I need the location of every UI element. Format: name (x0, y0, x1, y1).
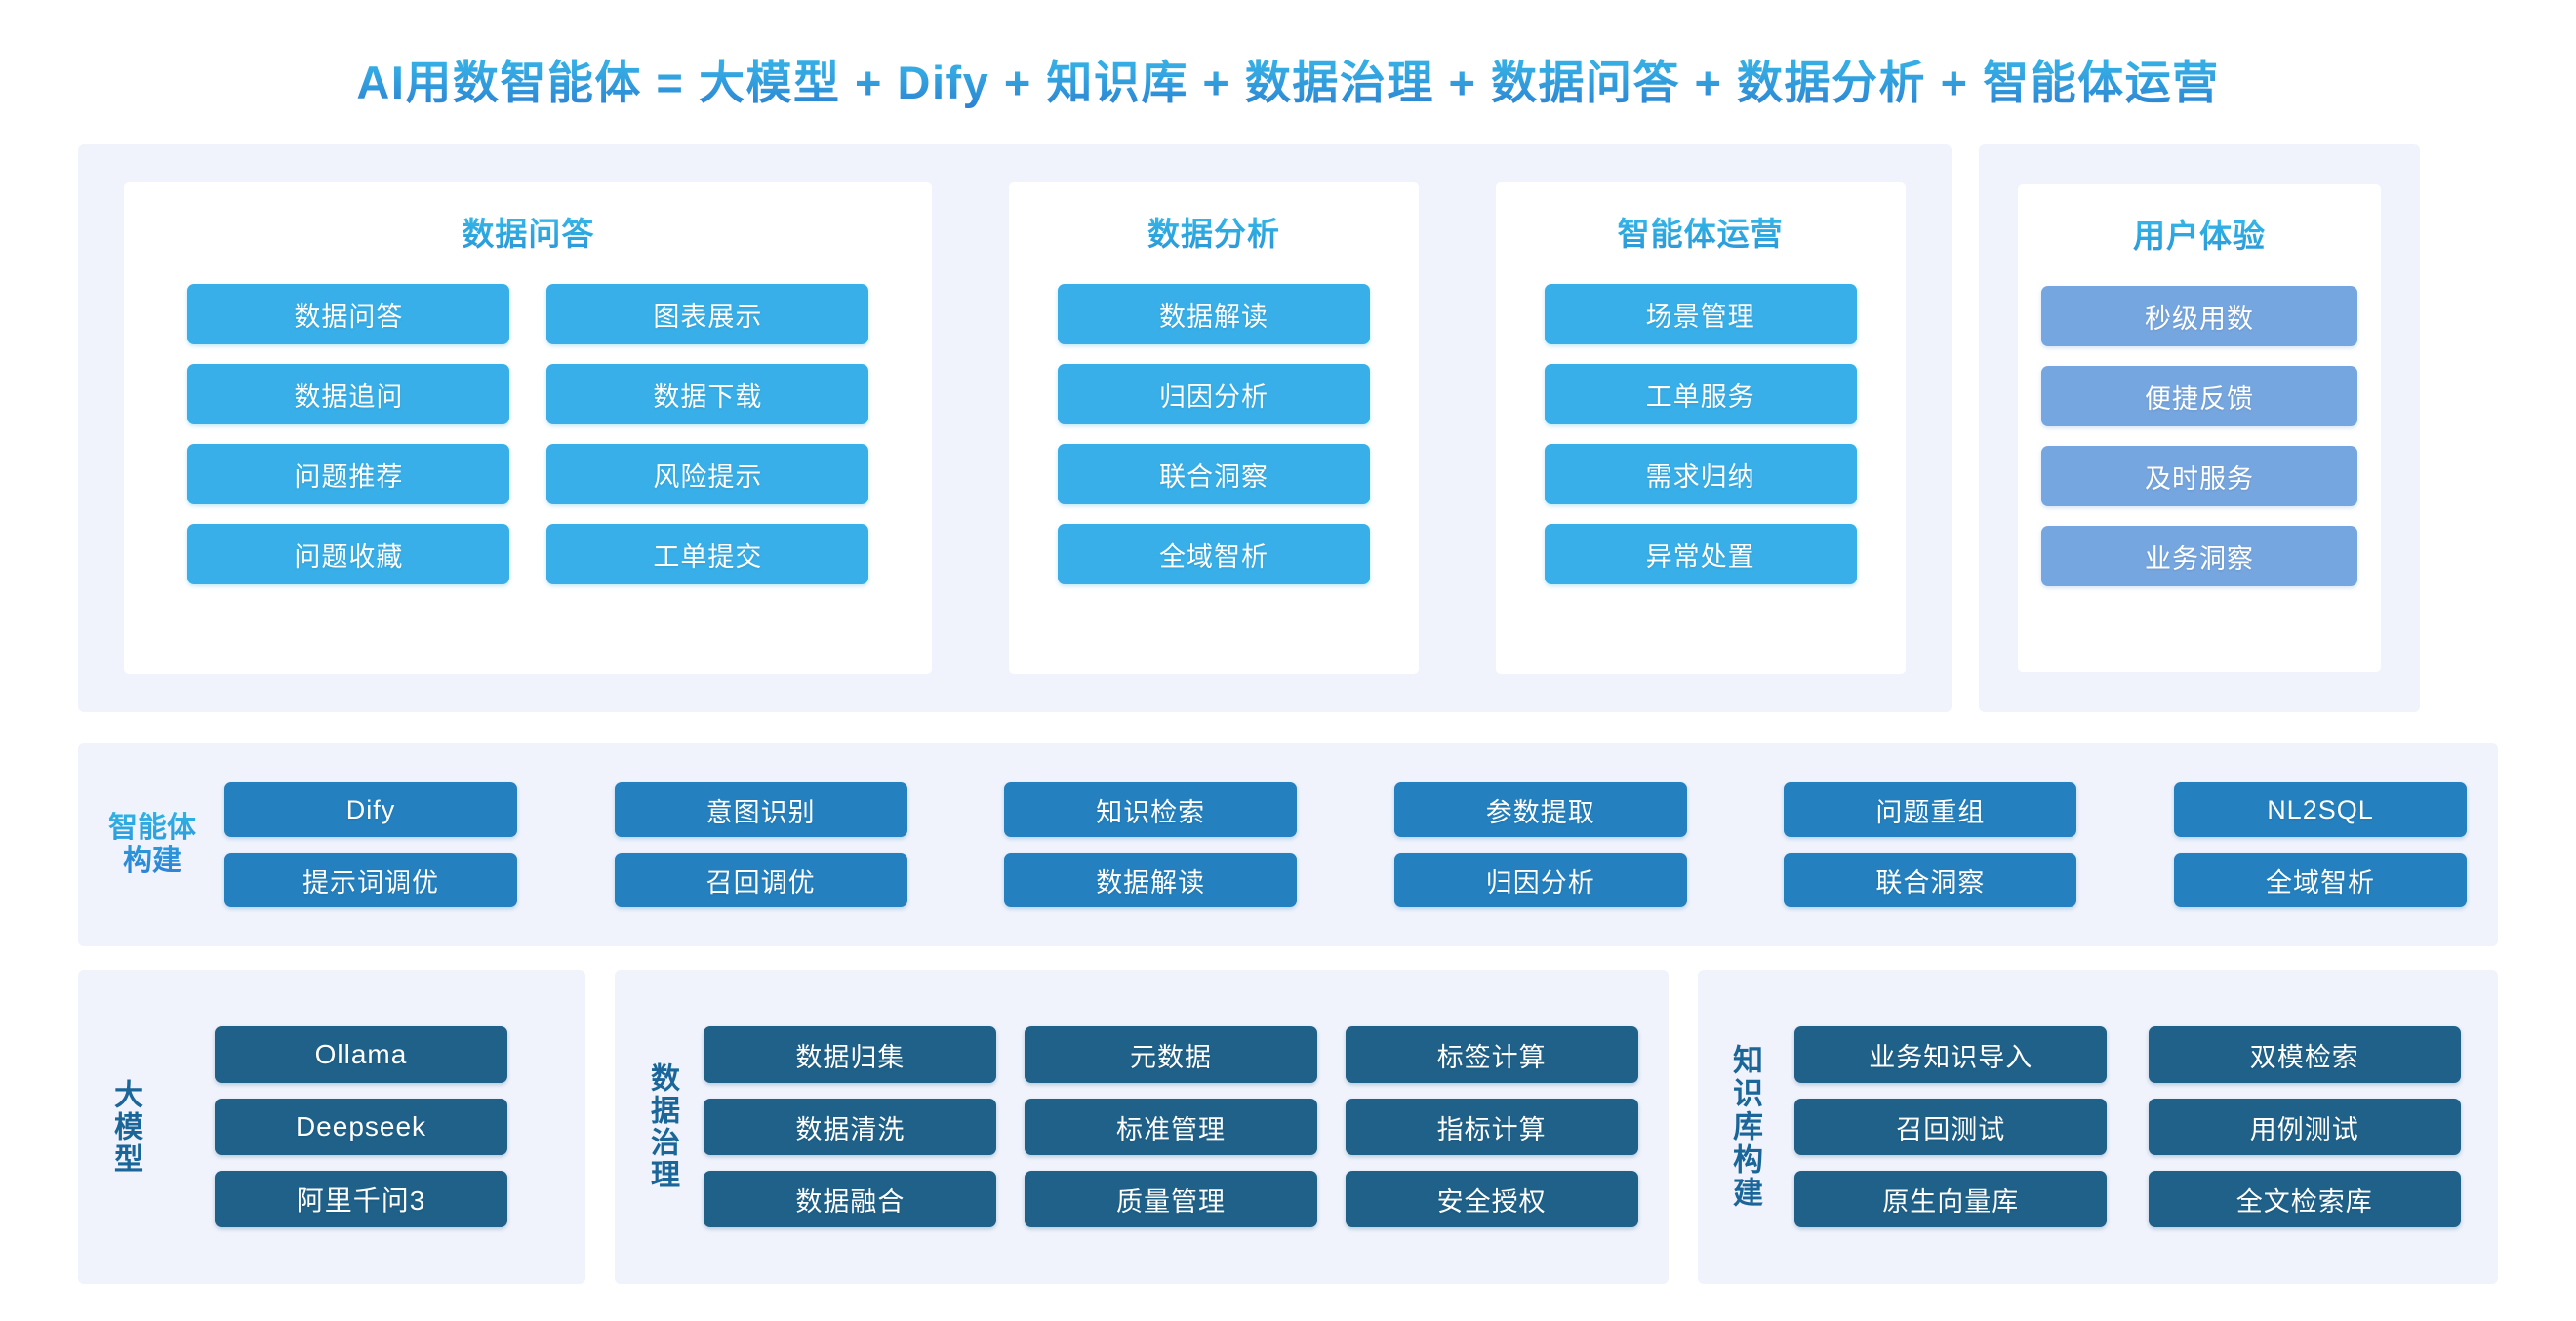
page-title-text: AI用数智能体 = 大模型 + Dify + 知识库 + 数据治理 + 数据问答… (356, 45, 2219, 112)
panel-data-analysis: 数据分析 数据解读 归因分析 联合洞察 全域智析 (1008, 182, 1419, 674)
panel-title-data-analysis: 数据分析 (1147, 208, 1280, 255)
agent-build-column: 参数提取 归因分析 (1393, 782, 1687, 907)
panel-title-user-experience: 用户体验 (2133, 210, 2266, 257)
chip-joint-insight[interactable]: 联合洞察 (1057, 444, 1370, 504)
panel-data-qa: 数据问答 数据问答 数据追问 问题推荐 问题收藏 图表展示 数据下载 风险提示 … (124, 182, 933, 674)
chip-joint-insight-build[interactable]: 联合洞察 (1784, 853, 2077, 907)
chip-ticket-submit[interactable]: 工单提交 (546, 524, 869, 584)
chip-recall-tuning[interactable]: 召回调优 (614, 853, 907, 907)
chip-question-favorite[interactable]: 问题收藏 (187, 524, 510, 584)
governance-column: 数据归集 数据清洗 数据融合 (704, 1026, 997, 1227)
chip-metadata[interactable]: 元数据 (1024, 1026, 1317, 1083)
chip-attribution-analysis[interactable]: 归因分析 (1057, 364, 1370, 424)
chip-data-collection[interactable]: 数据归集 (704, 1026, 997, 1083)
bottom-region: 大模型 Ollama Deepseek 阿里千问3 数据治理 数据归集 数据清洗… (78, 970, 2498, 1284)
chip-data-fusion[interactable]: 数据融合 (704, 1171, 997, 1227)
chip-use-case-test[interactable]: 用例测试 (2148, 1099, 2461, 1155)
llm-column: Ollama Deepseek 阿里千问3 (215, 1026, 507, 1227)
chip-deepseek[interactable]: Deepseek (215, 1099, 507, 1155)
agent-build-label: 智能体 构建 (103, 812, 201, 877)
chip-business-knowledge-import[interactable]: 业务知识导入 (1794, 1026, 2108, 1083)
knowledge-base-group: 知识库构建 业务知识导入 召回测试 原生向量库 双模检索 用例测试 全文检索库 (1698, 970, 2498, 1284)
chip-data-qa[interactable]: 数据问答 (187, 284, 510, 344)
chip-data-cleaning[interactable]: 数据清洗 (704, 1099, 997, 1155)
chip-ticket-service[interactable]: 工单服务 (1544, 364, 1857, 424)
panel-user-experience-chips: 秒级用数 便捷反馈 及时服务 业务洞察 (2041, 286, 2357, 586)
knowledge-base-column: 业务知识导入 召回测试 原生向量库 (1794, 1026, 2108, 1227)
chip-scenario-management[interactable]: 场景管理 (1544, 284, 1857, 344)
data-governance-body: 数据归集 数据清洗 数据融合 元数据 标准管理 质量管理 标签计算 指标计算 安… (699, 1026, 1643, 1227)
chip-data-interpretation-build[interactable]: 数据解读 (1004, 853, 1298, 907)
agent-build-region: 智能体 构建 Dify 提示词调优 意图识别 召回调优 知识检索 数据解读 参数… (78, 743, 2498, 946)
chip-requirement-summary[interactable]: 需求归纳 (1544, 444, 1857, 504)
data-governance-label: 数据治理 (646, 1062, 678, 1191)
chip-recall-test[interactable]: 召回测试 (1794, 1099, 2108, 1155)
panel-title-agent-ops: 智能体运营 (1618, 208, 1784, 255)
page-title: AI用数智能体 = 大模型 + Dify + 知识库 + 数据治理 + 数据问答… (0, 45, 2576, 112)
chip-data-interpretation[interactable]: 数据解读 (1057, 284, 1370, 344)
agent-build-column: 意图识别 召回调优 (614, 782, 907, 907)
chip-data-download[interactable]: 数据下载 (546, 364, 869, 424)
chip-timely-service[interactable]: 及时服务 (2041, 446, 2357, 506)
chip-business-insight[interactable]: 业务洞察 (2041, 526, 2357, 586)
panel-agent-ops: 智能体运营 场景管理 工单服务 需求归纳 异常处置 (1495, 182, 1906, 674)
chip-dify[interactable]: Dify (224, 782, 517, 837)
chip-dual-mode-retrieval[interactable]: 双模检索 (2148, 1026, 2461, 1083)
knowledge-base-label: 知识库构建 (1728, 1044, 1762, 1210)
chip-global-intelligence-build[interactable]: 全域智析 (2173, 853, 2467, 907)
chip-convenient-feedback[interactable]: 便捷反馈 (2041, 366, 2357, 426)
chip-question-restructure[interactable]: 问题重组 (1784, 782, 2077, 837)
top-region: 数据问答 数据问答 数据追问 问题推荐 问题收藏 图表展示 数据下载 风险提示 … (78, 144, 2498, 712)
chip-fulltext-search-db[interactable]: 全文检索库 (2148, 1171, 2461, 1227)
chip-data-followup[interactable]: 数据追问 (187, 364, 510, 424)
chip-parameter-extraction[interactable]: 参数提取 (1393, 782, 1687, 837)
chip-prompt-tuning[interactable]: 提示词调优 (224, 853, 517, 907)
panel-title-data-qa: 数据问答 (462, 208, 594, 255)
governance-column: 元数据 标准管理 质量管理 (1024, 1026, 1317, 1227)
knowledge-base-body: 业务知识导入 召回测试 原生向量库 双模检索 用例测试 全文检索库 (1783, 1026, 2473, 1227)
user-experience-group: 用户体验 秒级用数 便捷反馈 及时服务 业务洞察 (1979, 144, 2420, 712)
chip-column: 图表展示 数据下载 风险提示 工单提交 (546, 284, 869, 584)
chip-standard-management[interactable]: 标准管理 (1024, 1099, 1317, 1155)
chip-risk-alert[interactable]: 风险提示 (546, 444, 869, 504)
chip-tag-computation[interactable]: 标签计算 (1345, 1026, 1638, 1083)
llm-label: 大模型 (109, 1078, 141, 1176)
chip-global-intelligence[interactable]: 全域智析 (1057, 524, 1370, 584)
data-governance-group: 数据治理 数据归集 数据清洗 数据融合 元数据 标准管理 质量管理 标签计算 指… (615, 970, 1669, 1284)
chip-metric-computation[interactable]: 指标计算 (1345, 1099, 1638, 1155)
agent-build-columns: Dify 提示词调优 意图识别 召回调优 知识检索 数据解读 参数提取 归因分析… (219, 782, 2473, 907)
agent-build-column: 知识检索 数据解读 (1004, 782, 1298, 907)
chip-knowledge-retrieval[interactable]: 知识检索 (1004, 782, 1298, 837)
chip-attribution-analysis-build[interactable]: 归因分析 (1393, 853, 1687, 907)
agent-build-column: Dify 提示词调优 (224, 782, 517, 907)
chip-second-level-data[interactable]: 秒级用数 (2041, 286, 2357, 346)
panel-agent-ops-chips: 场景管理 工单服务 需求归纳 异常处置 (1544, 284, 1857, 584)
panel-user-experience: 用户体验 秒级用数 便捷反馈 及时服务 业务洞察 (2018, 184, 2381, 672)
chip-ollama[interactable]: Ollama (215, 1026, 507, 1083)
panel-data-qa-chips: 数据问答 数据追问 问题推荐 问题收藏 图表展示 数据下载 风险提示 工单提交 (187, 284, 869, 584)
panel-data-analysis-chips: 数据解读 归因分析 联合洞察 全域智析 (1057, 284, 1370, 584)
chip-column: 数据问答 数据追问 问题推荐 问题收藏 (187, 284, 510, 584)
chip-quality-management[interactable]: 质量管理 (1024, 1171, 1317, 1227)
chip-security-authorization[interactable]: 安全授权 (1345, 1171, 1638, 1227)
agent-build-column: 问题重组 联合洞察 (1784, 782, 2077, 907)
llm-body: Ollama Deepseek 阿里千问3 (162, 1026, 560, 1227)
knowledge-base-column: 双模检索 用例测试 全文检索库 (2148, 1026, 2461, 1227)
chip-intent-recognition[interactable]: 意图识别 (614, 782, 907, 837)
chip-exception-handling[interactable]: 异常处置 (1544, 524, 1857, 584)
llm-group: 大模型 Ollama Deepseek 阿里千问3 (78, 970, 585, 1284)
chip-alibaba-qwen3[interactable]: 阿里千问3 (215, 1171, 507, 1227)
chip-native-vector-db[interactable]: 原生向量库 (1794, 1171, 2108, 1227)
chip-chart-display[interactable]: 图表展示 (546, 284, 869, 344)
chip-question-recommend[interactable]: 问题推荐 (187, 444, 510, 504)
capability-group: 数据问答 数据问答 数据追问 问题推荐 问题收藏 图表展示 数据下载 风险提示 … (78, 144, 1952, 712)
agent-build-column: NL2SQL 全域智析 (2173, 782, 2467, 907)
governance-column: 标签计算 指标计算 安全授权 (1345, 1026, 1638, 1227)
chip-nl2sql[interactable]: NL2SQL (2173, 782, 2467, 837)
